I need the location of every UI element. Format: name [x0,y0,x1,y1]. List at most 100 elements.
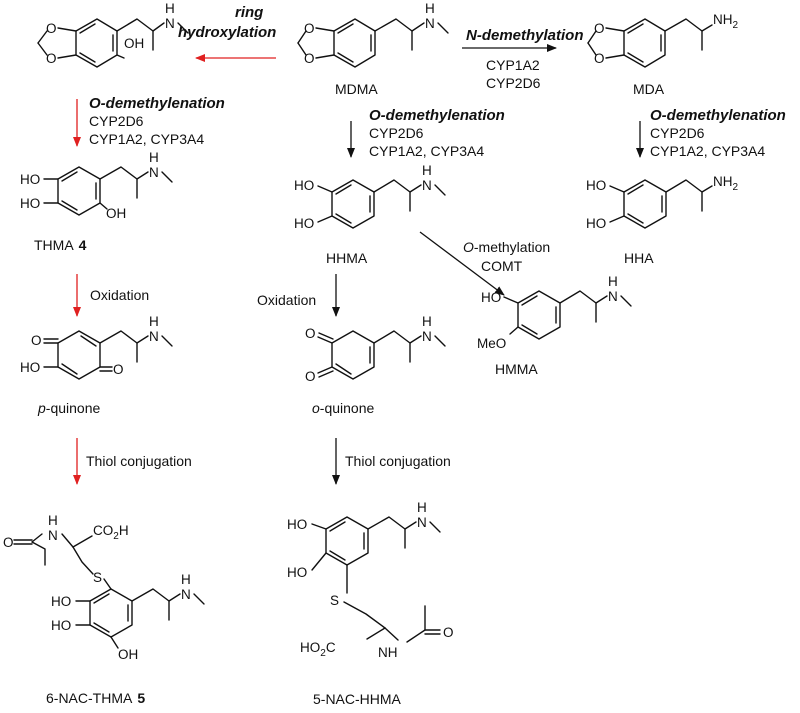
atom-nh: H [422,314,432,329]
arrow-o-methylation [419,231,505,296]
nac-thma-structure: O H N CO2H S HO HO OH H N [3,513,205,662]
label-mda: MDA [633,81,665,97]
atom-n: N [165,16,175,31]
thma-structure: HO HO OH H N [20,150,173,221]
atom-nh: H [149,314,159,329]
mdma-structure: O O H N [297,1,449,68]
atom-ho: HO [481,290,501,305]
label-cyp2d6: CYP2D6 [89,113,144,129]
label-p-quinone: p-quinone [37,400,101,416]
atom-ho: HO [294,216,314,231]
atom-n: N [149,329,159,344]
atom-oh: OH [124,36,144,51]
atom-nh: H [181,572,191,587]
label-thiol-conjugation: Thiol conjugation [345,453,451,469]
label-cyp1a2-cyp3a4: CYP1A2, CYP3A4 [650,143,765,159]
label-ring: ring [235,4,263,21]
atom-o: O [46,51,57,66]
atom-o: O [594,21,605,36]
atom-nh2: NH2 [713,174,739,193]
atom-nh: H [48,513,58,528]
label-o-quinone: o-quinone [312,400,375,416]
atom-n: N [608,289,618,304]
methylenedioxy-ring [297,27,335,59]
mda-structure: O O NH2 [587,12,739,68]
atom-co2h: CO2H [93,523,129,542]
atom-o: O [443,625,454,640]
label-o-methylation: O-methylation [463,239,550,255]
hmma-structure: HO MeO H N [477,274,632,351]
label-cyp1a2-cyp3a4: CYP1A2, CYP3A4 [369,143,484,159]
atom-o: O [305,326,316,341]
label-mdma: MDMA [335,81,378,97]
label-hydroxylation: hydroxylation [178,24,276,41]
hhma-structure: HO HO H N [294,163,446,231]
atom-ho: HO [586,178,606,193]
label-o-demethylenation: O-demethylenation [369,107,505,124]
label-comt: COMT [481,258,523,274]
atom-nh: H [608,274,618,289]
atom-nh: H [417,500,427,515]
atom-ho: HO [20,196,40,211]
nac-hhma-structure: HO HO H N S HO2C NH O [287,500,454,660]
atom-o: O [304,21,315,36]
label-oxidation: Oxidation [257,292,316,308]
atom-s: S [330,593,339,608]
hha-structure: HO HO NH2 [586,174,739,231]
atom-ho: HO [586,216,606,231]
label-nac-hhma: 5-NAC-HHMA [313,691,402,707]
hydroxylated-mdma-structure: O O OH H N [37,1,189,68]
side-chain [374,18,449,51]
atom-s: S [93,570,102,585]
atom-ho: HO [20,172,40,187]
label-hha: HHA [624,250,654,266]
label-n-demethylation: N-demethylation [466,27,584,44]
atom-oh: OH [106,206,126,221]
atom-o: O [31,333,42,348]
atom-ho: HO [51,594,71,609]
label-o-demethylenation: O-demethylenation [89,95,225,112]
atom-nh: H [149,150,159,165]
atom-meo: MeO [477,336,506,351]
atom-nh: H [425,1,435,16]
atom-ho2c: HO2C [300,640,336,659]
label-thiol-conjugation: Thiol conjugation [86,453,192,469]
atom-n: N [422,329,432,344]
atom-o: O [3,535,14,550]
p-quinone-structure: O HO O H N [20,314,173,380]
atom-n: N [417,515,427,530]
label-enzyme-cyp1a2: CYP1A2 [486,57,540,73]
o-quinone-structure: O O H N [305,314,446,384]
label-cyp2d6: CYP2D6 [650,125,705,141]
atom-ho: HO [287,565,307,580]
label-oxidation: Oxidation [90,287,149,303]
atom-nh: NH [378,645,398,660]
label-hmma: HMMA [495,361,538,377]
label-hhma: HHMA [326,250,368,266]
label-enzyme-cyp2d6: CYP2D6 [486,75,541,91]
atom-oh: OH [118,647,138,662]
atom-n: N [181,587,191,602]
atom-ho: HO [51,618,71,633]
atom-n: N [422,178,432,193]
atom-o: O [594,51,605,66]
atom-o: O [46,21,57,36]
atom-o: O [305,369,316,384]
atom-o: O [113,362,124,377]
atom-nh: H [422,163,432,178]
atom-n: N [149,165,159,180]
label-o-demethylenation: O-demethylenation [650,107,786,124]
atom-ho: HO [287,517,307,532]
label-cyp2d6: CYP2D6 [369,125,424,141]
atom-nh2: NH2 [713,12,739,31]
atom-n: N [48,528,58,543]
label-cyp1a2-cyp3a4: CYP1A2, CYP3A4 [89,131,204,147]
atom-nh: H [165,1,175,16]
atom-n: N [425,16,435,31]
benzene-ring [333,18,376,68]
atom-o: O [304,51,315,66]
atom-ho: HO [294,178,314,193]
